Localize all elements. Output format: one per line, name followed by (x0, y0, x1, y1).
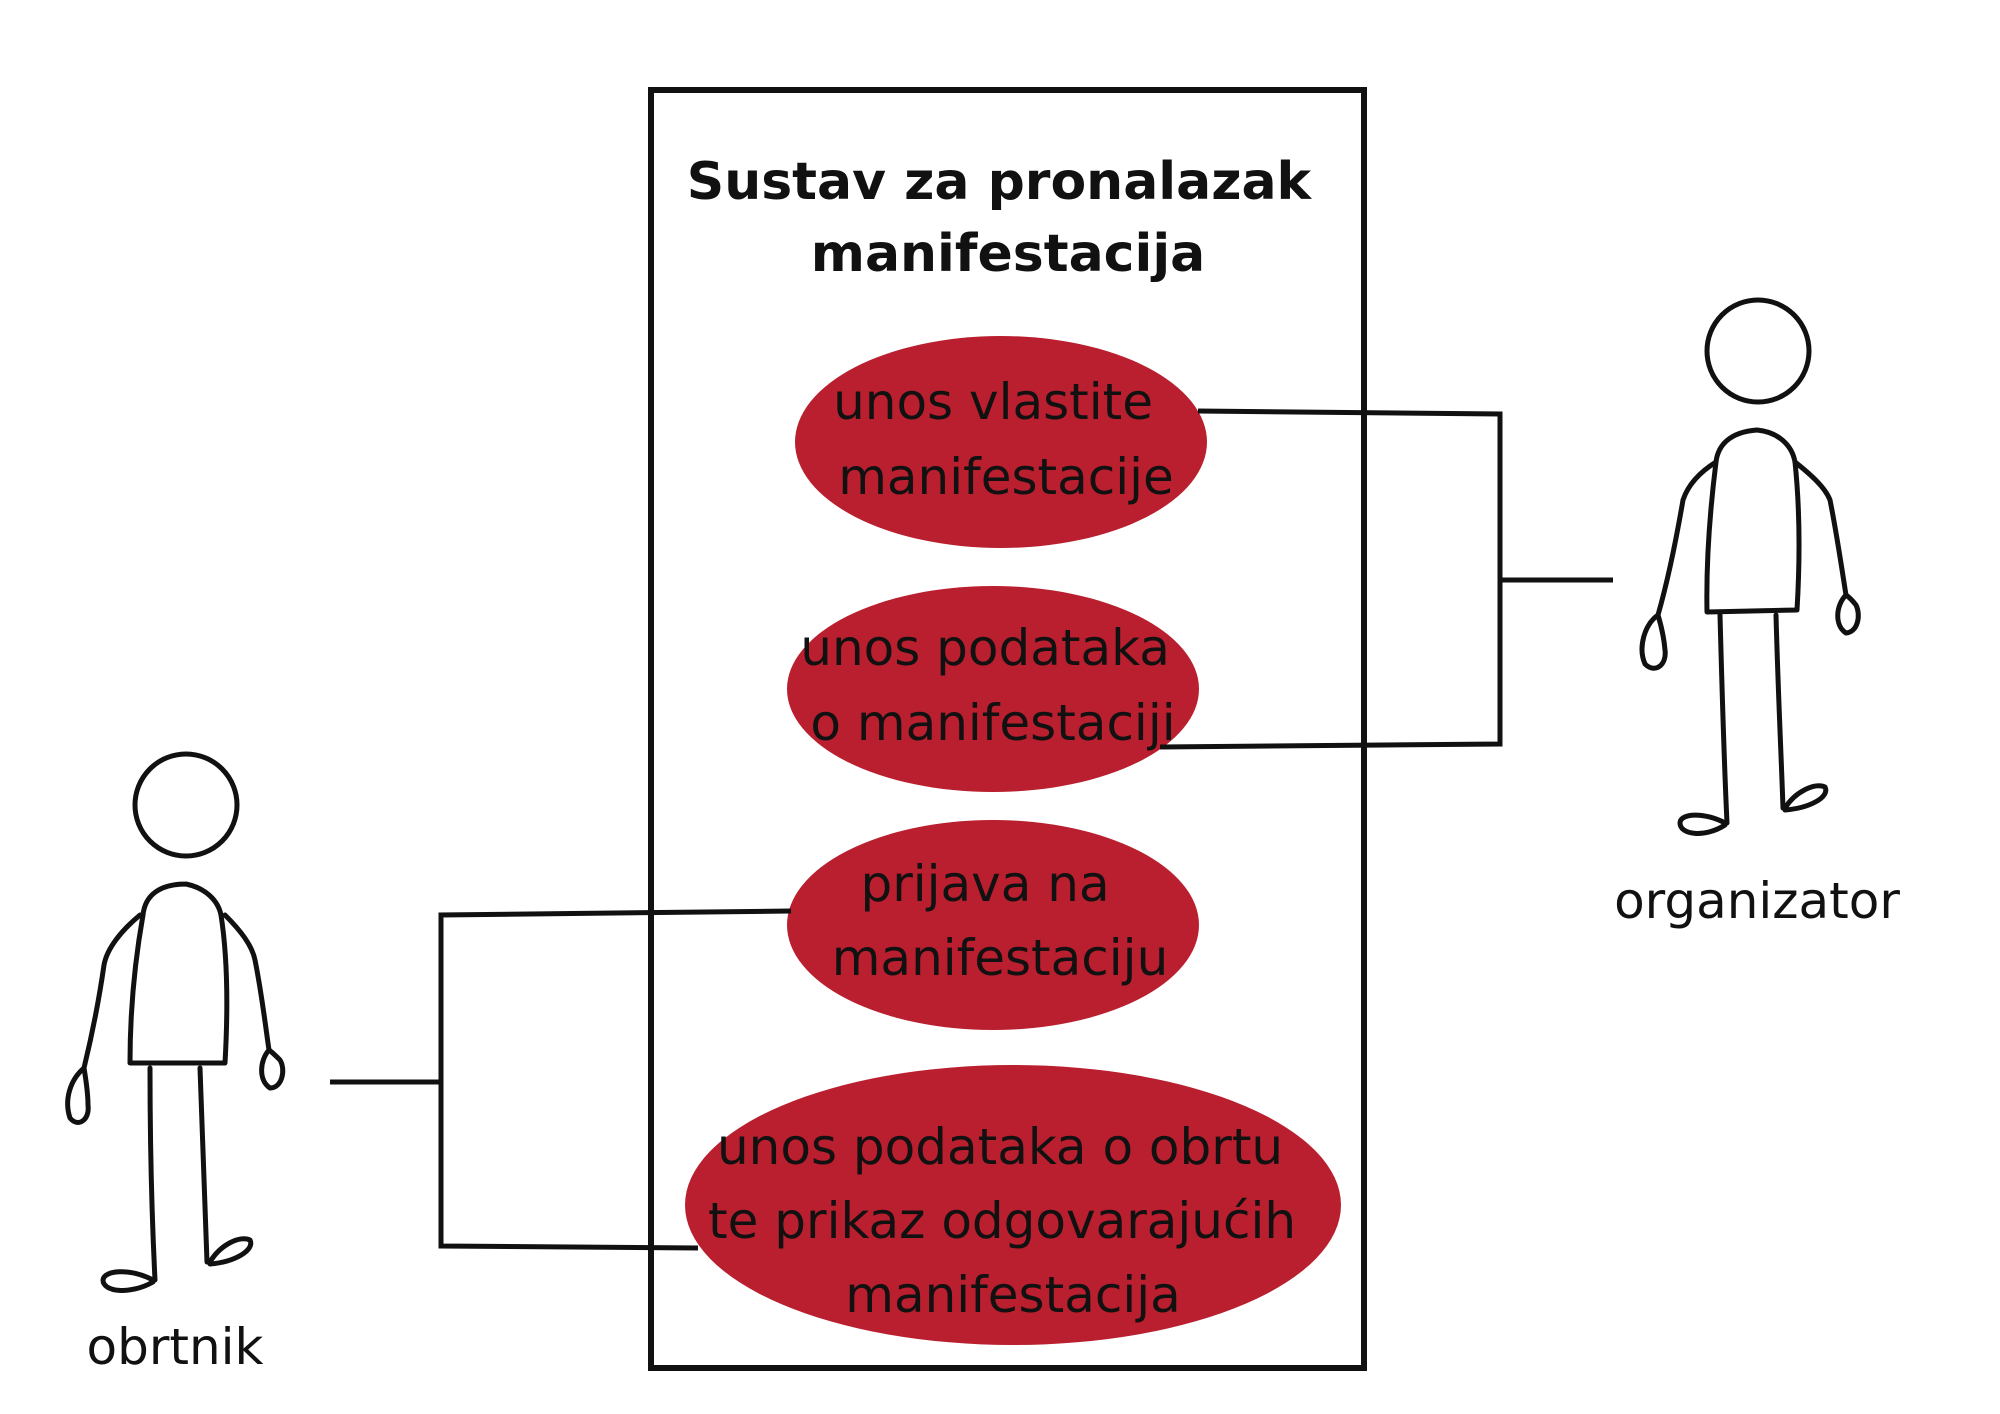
use-case-label: unos podataka o manifestaciji (800, 619, 1186, 752)
use-case-line: unos podataka o obrtu (717, 1118, 1283, 1176)
use-case-label: prijava na manifestaciju (832, 855, 1169, 987)
use-case-unos-vlastite-manifestacije[interactable]: unos vlastite manifestacije (795, 336, 1207, 548)
actor-organizator[interactable]: organizator (1614, 297, 1900, 930)
use-case-unos-podataka-o-obrtu[interactable]: unos podataka o obrtu te prikaz odgovara… (685, 1065, 1341, 1345)
actor-name: organizator (1614, 872, 1900, 930)
use-case-line: manifestacija (845, 1266, 1181, 1324)
association-line-obrtnik-uc3 (438, 908, 792, 1082)
use-case-line: o manifestaciji (810, 694, 1175, 752)
use-case-line: unos vlastite (833, 373, 1153, 431)
actor-name: obrtnik (86, 1318, 263, 1376)
system-title: Sustav za pronalazak manifestacija (687, 152, 1330, 284)
use-case-line: manifestacije (838, 448, 1174, 506)
use-case-line: manifestaciju (832, 929, 1169, 987)
use-case-label: unos podataka o obrtu te prikaz odgovara… (708, 1118, 1312, 1324)
stick-figure-icon (1639, 297, 1861, 836)
use-case-prijava-na-manifestaciju[interactable]: prijava na manifestaciju (787, 820, 1199, 1030)
use-case-ellipse (795, 336, 1207, 548)
use-case-line: prijava na (860, 855, 1109, 913)
system-boundary (648, 87, 1367, 1371)
use-case-line: te prikaz odgovarajućih (708, 1192, 1296, 1250)
use-case-label: unos vlastite manifestacije (833, 373, 1174, 506)
association-line-organizator-uc2 (1159, 580, 1503, 750)
use-case-ellipse (787, 586, 1199, 792)
system-title-line-1: Sustav za pronalazak (687, 152, 1313, 212)
use-case-unos-podataka-o-manifestaciji[interactable]: unos podataka o manifestaciji (787, 586, 1199, 792)
association-line-obrtnik-uc4 (438, 1082, 699, 1251)
association-line-organizator-uc1 (1197, 408, 1503, 580)
actor-obrtnik[interactable]: obrtnik (65, 751, 286, 1376)
use-case-ellipse (787, 820, 1199, 1030)
system-title-line-2: manifestacija (811, 224, 1205, 284)
stick-figure-icon (65, 751, 286, 1293)
use-case-ellipse (685, 1065, 1341, 1345)
use-case-line: unos podataka (800, 619, 1170, 677)
